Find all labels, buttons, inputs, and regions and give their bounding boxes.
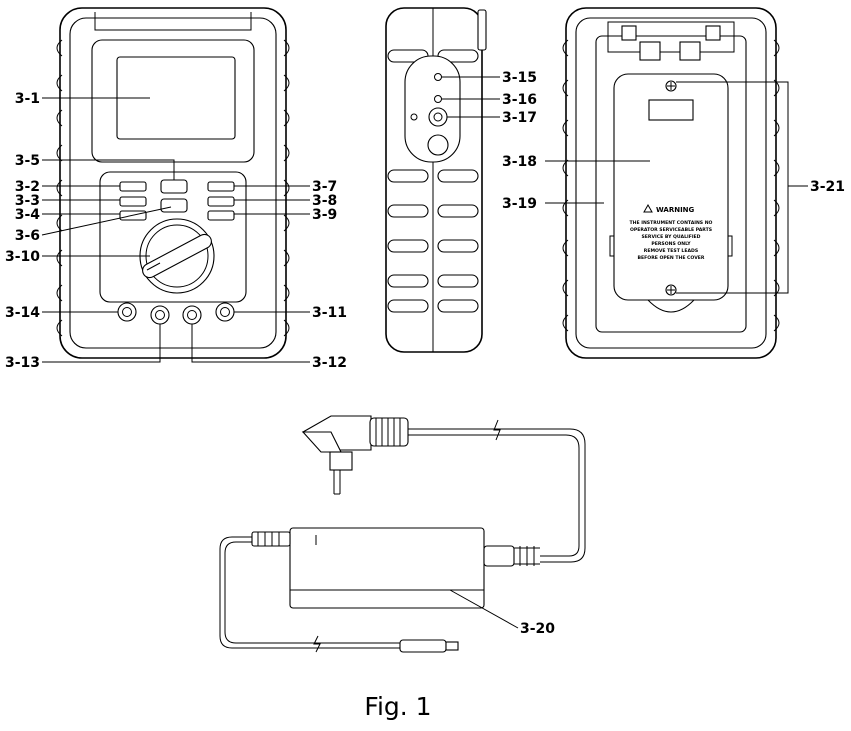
callout-3-1: 3-1 bbox=[15, 91, 40, 107]
key-3-2 bbox=[119, 181, 147, 192]
key-3-9 bbox=[207, 210, 235, 221]
callout-3-7: 3-7 bbox=[312, 179, 337, 195]
front-grip-right bbox=[283, 39, 290, 337]
side-grip-slots bbox=[387, 49, 479, 313]
callout-3-2: 3-2 bbox=[15, 179, 40, 195]
svg-text:BEFORE OPEN THE COVER: BEFORE OPEN THE COVER bbox=[638, 255, 705, 261]
rotary-switch bbox=[139, 218, 215, 294]
svg-text:PERSONS ONLY: PERSONS ONLY bbox=[651, 241, 691, 247]
meter-side-view bbox=[385, 7, 487, 353]
svg-text:SERVICE BY QUALIFIED: SERVICE BY QUALIFIED bbox=[641, 234, 700, 240]
front-grip-left bbox=[56, 39, 63, 337]
key-3-8 bbox=[207, 196, 235, 207]
svg-text:OPERATOR SERVICEABLE PARTS: OPERATOR SERVICEABLE PARTS bbox=[630, 227, 712, 233]
callout-3-12: 3-12 bbox=[312, 355, 347, 371]
callout-3-15: 3-15 bbox=[502, 70, 537, 86]
callout-3-8: 3-8 bbox=[312, 193, 337, 209]
ac-adapter bbox=[219, 415, 586, 653]
battery-cover bbox=[613, 73, 729, 301]
callout-3-20: 3-20 bbox=[520, 621, 555, 637]
callout-3-4: 3-4 bbox=[15, 207, 41, 223]
callout-3-14: 3-14 bbox=[5, 305, 40, 321]
meter-front-view bbox=[56, 7, 290, 359]
key-3-7 bbox=[207, 181, 235, 192]
warning-label: WARNING THE INSTRUMENT CONTAINS NO OPERA… bbox=[630, 203, 713, 261]
key-3-3 bbox=[119, 196, 147, 207]
callout-3-17: 3-17 bbox=[502, 110, 537, 126]
callout-3-3: 3-3 bbox=[15, 193, 40, 209]
callout-labels: 3-1 3-5 3-2 3-3 3-4 3-6 3-10 3-14 3-13 3… bbox=[5, 70, 845, 637]
leader-lines bbox=[41, 76, 808, 629]
key-3-5 bbox=[160, 179, 188, 194]
callout-3-16: 3-16 bbox=[502, 92, 537, 108]
callout-3-21: 3-21 bbox=[810, 179, 845, 195]
callout-3-19: 3-19 bbox=[502, 196, 537, 212]
key-3-6 bbox=[160, 198, 188, 213]
meter-back-view: WARNING THE INSTRUMENT CONTAINS NO OPERA… bbox=[562, 7, 780, 359]
callout-3-9: 3-9 bbox=[312, 207, 337, 223]
callout-3-13: 3-13 bbox=[5, 355, 40, 371]
callout-3-5: 3-5 bbox=[15, 153, 40, 169]
figure-caption: Fig. 1 bbox=[364, 692, 431, 721]
callout-3-18: 3-18 bbox=[502, 154, 537, 170]
side-connector-panel bbox=[404, 55, 461, 163]
svg-text:WARNING: WARNING bbox=[656, 206, 695, 214]
callout-3-10: 3-10 bbox=[5, 249, 40, 265]
svg-text:THE INSTRUMENT CONTAINS NO: THE INSTRUMENT CONTAINS NO bbox=[630, 220, 713, 226]
svg-text:REMOVE TEST LEADS: REMOVE TEST LEADS bbox=[644, 248, 698, 254]
callout-3-11: 3-11 bbox=[312, 305, 347, 321]
callout-3-6: 3-6 bbox=[15, 228, 40, 244]
